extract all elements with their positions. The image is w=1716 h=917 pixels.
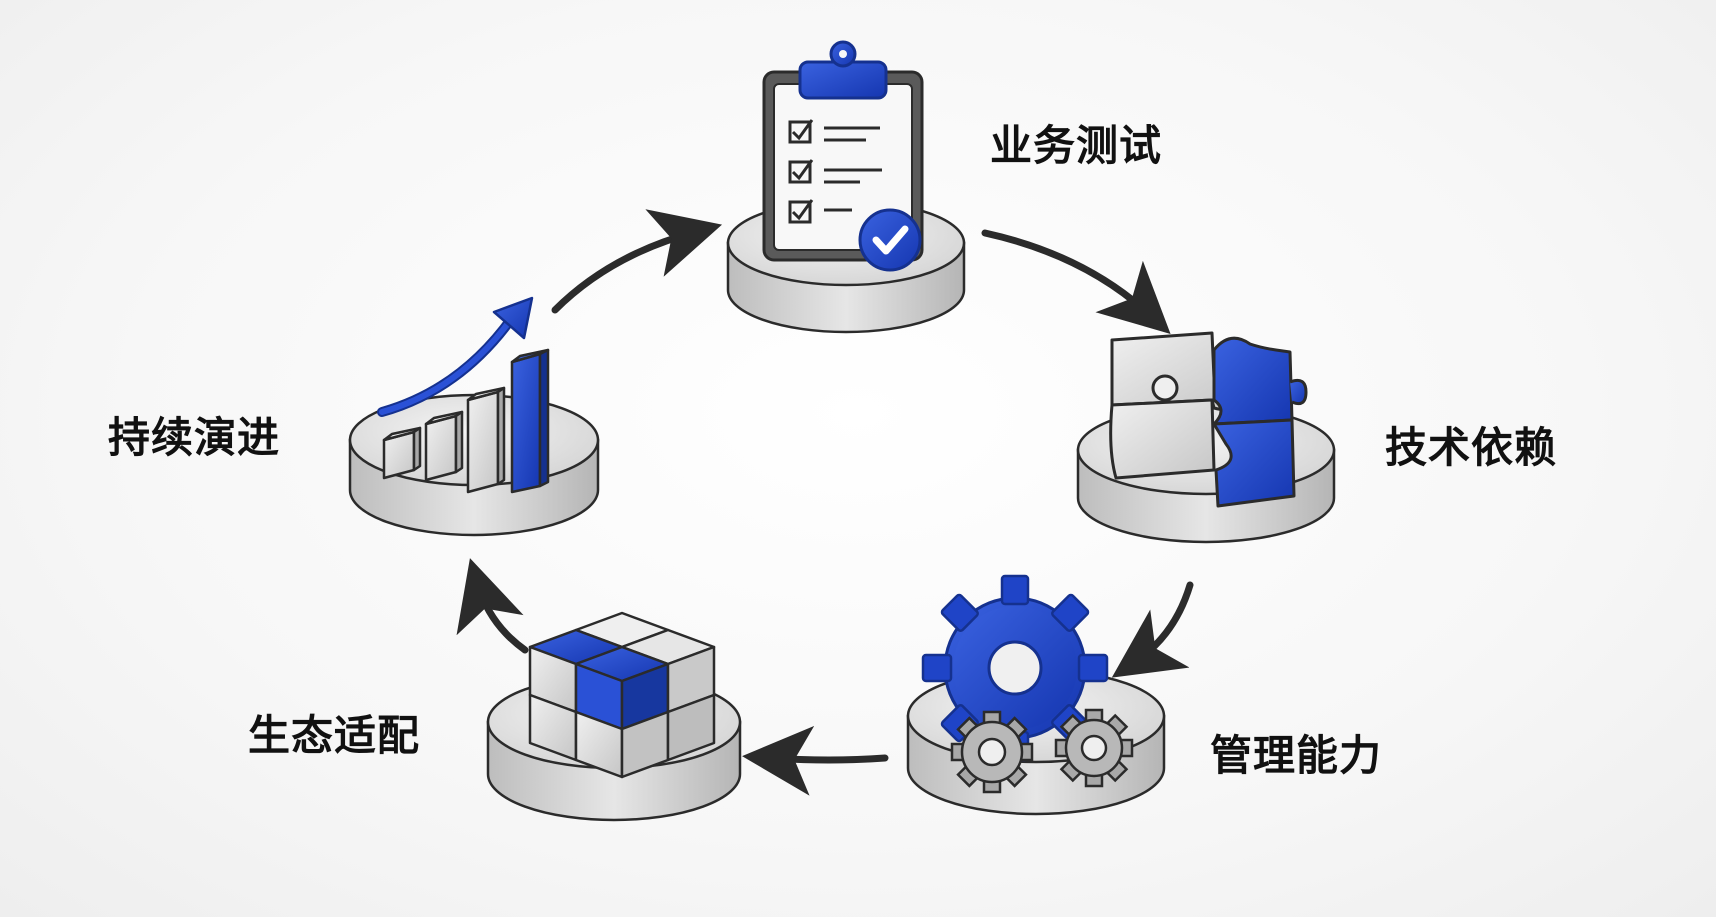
- arrow-to-management-capability: [1111, 581, 1194, 678]
- clipboard-checklist-icon: [762, 40, 924, 272]
- arrow-to-business-testing: [551, 209, 723, 314]
- gears-icon: [921, 574, 1134, 794]
- arrow-to-tech-dependency: [981, 229, 1171, 334]
- puzzle-icon: [1109, 331, 1308, 508]
- growth-chart-icon: [377, 296, 550, 494]
- label-tech-dependency: 技术依赖: [1385, 423, 1558, 472]
- arrow-to-continuous-evolution: [456, 558, 529, 654]
- label-business-testing: 业务测试: [990, 121, 1163, 170]
- arrow-to-ecosystem-adaptation: [742, 725, 889, 796]
- label-ecosystem-adaptation: 生态适配: [248, 711, 421, 760]
- cycle-arrows: [456, 209, 1194, 796]
- label-management-capability: 管理能力: [1210, 731, 1383, 780]
- label-continuous-evolution: 持续演进: [108, 413, 281, 462]
- cube-grid-icon: [528, 611, 716, 779]
